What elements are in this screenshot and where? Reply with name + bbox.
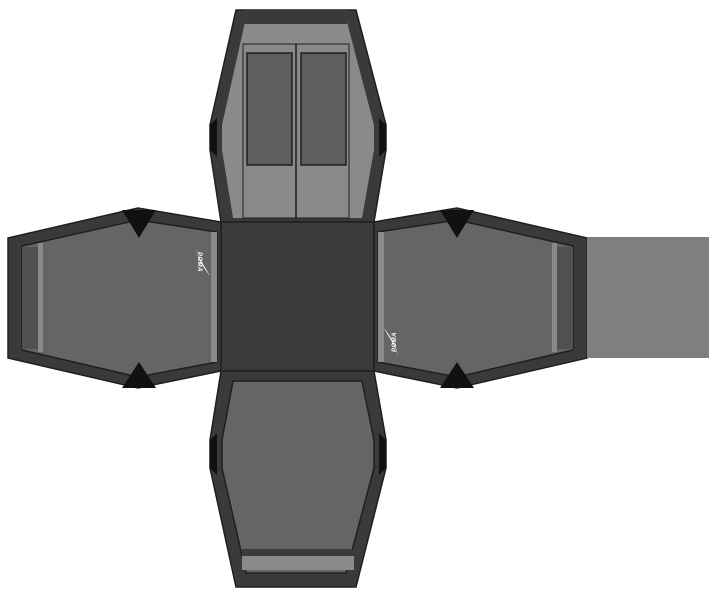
door-right-outline	[295, 43, 350, 219]
left-logo: POMA	[196, 248, 210, 276]
glue-tab	[587, 237, 709, 358]
right-panel: POMA	[373, 207, 588, 389]
right-panel-stripe-dark	[557, 247, 573, 349]
left-logo-text: POMA	[196, 252, 202, 272]
bottom-left-pivot	[210, 433, 217, 475]
right-bottom-pivot	[440, 362, 474, 388]
right-panel-side-stripe	[378, 232, 384, 362]
right-top-pivot	[440, 210, 474, 238]
top-panel-header-band	[245, 10, 347, 24]
right-panel-face	[377, 219, 574, 378]
bottom-panel	[209, 370, 387, 588]
left-top-pivot	[122, 210, 156, 238]
right-logo: POMA	[384, 328, 398, 356]
floor-panel	[220, 221, 375, 372]
door-left-window	[246, 52, 293, 166]
right-logo-text: POMA	[392, 332, 398, 352]
bottom-panel-band-dark	[242, 549, 354, 556]
bottom-right-pivot	[379, 433, 386, 475]
left-panel-side-stripe	[211, 232, 217, 362]
top-panel	[209, 9, 387, 223]
left-panel-stripe-light	[38, 243, 43, 352]
bottom-panel-face	[221, 380, 375, 574]
door-right-window	[300, 52, 347, 166]
left-panel-face	[21, 219, 218, 378]
right-panel-stripe-light	[552, 243, 557, 352]
left-panel: POMA	[7, 207, 222, 389]
top-panel-face	[222, 22, 374, 218]
top-right-pivot	[379, 118, 386, 157]
top-left-pivot	[210, 118, 217, 157]
left-panel-stripe-dark	[22, 247, 38, 349]
left-bottom-pivot	[122, 362, 156, 388]
bottom-panel-band-light	[242, 556, 354, 570]
